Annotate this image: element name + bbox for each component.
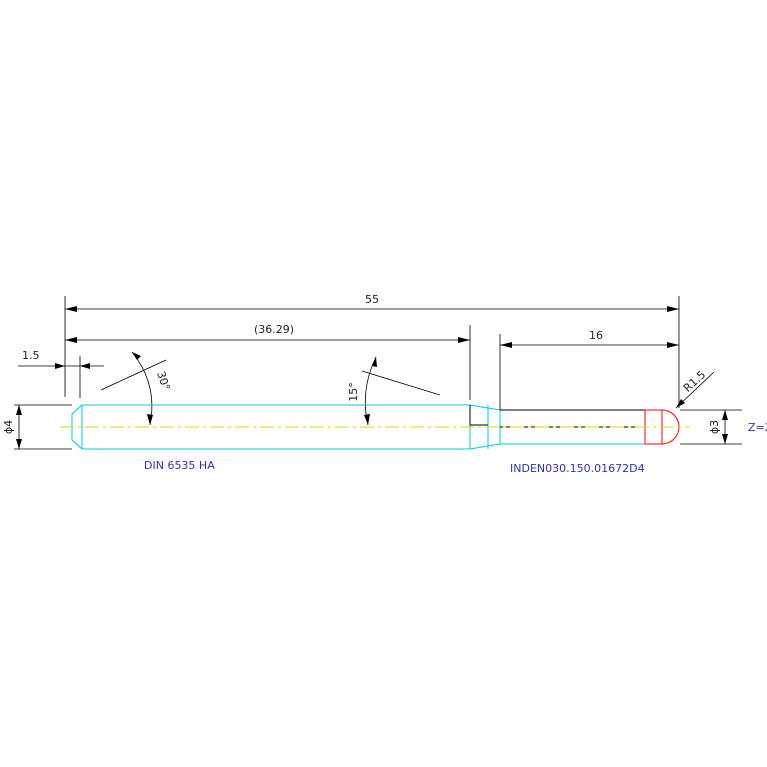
angle-30-arrows bbox=[132, 352, 153, 425]
extension-lines bbox=[14, 296, 742, 450]
neck-taper-top bbox=[469, 404, 501, 411]
arrow-ball-top bbox=[722, 410, 728, 420]
angle-30-callout bbox=[100, 351, 167, 426]
dim-overall-text: 55 bbox=[365, 293, 379, 306]
arrow-overall-right bbox=[667, 306, 679, 312]
angle-30-arc bbox=[131, 351, 153, 426]
arrow-tip-left bbox=[500, 342, 512, 348]
dim-chamfer-text: 1.5 bbox=[22, 349, 40, 362]
arrow-shank-top bbox=[16, 405, 22, 415]
ball-outline bbox=[644, 409, 680, 445]
angle-15-callout bbox=[361, 356, 441, 426]
part-number-note: INDEN030.150.01672D4 bbox=[510, 462, 645, 475]
arrow-chamfer-left bbox=[55, 363, 65, 369]
dim-ball-text: ϕ3 bbox=[708, 420, 721, 434]
angle-15-ray bbox=[361, 370, 441, 396]
shank-standard-note: DIN 6535 HA bbox=[144, 459, 215, 472]
angle-15-text: 15° bbox=[347, 382, 360, 402]
angle-15-arrows bbox=[364, 357, 377, 425]
arrow-tip-right bbox=[667, 342, 679, 348]
neck-outline bbox=[469, 405, 646, 428]
neck-taper-bottom bbox=[469, 443, 501, 450]
arrow-body-right bbox=[458, 337, 470, 343]
angle-30-text: 30° bbox=[154, 370, 172, 393]
flute-count-text: Z=2 bbox=[748, 421, 767, 434]
arrowheads bbox=[16, 306, 728, 449]
arrow-ball-bottom bbox=[722, 434, 728, 444]
arrow-chamfer-right bbox=[80, 363, 90, 369]
dim-shank-text: ϕ4 bbox=[2, 420, 15, 434]
dim-tip-text: 16 bbox=[589, 329, 603, 342]
arrow-body-left bbox=[65, 337, 77, 343]
angle-30-ray bbox=[100, 359, 167, 391]
dim-body-text: (36.29) bbox=[254, 323, 294, 336]
arrow-radius bbox=[676, 399, 685, 408]
arrow-shank-bottom bbox=[16, 439, 22, 449]
arrow-overall-left bbox=[65, 306, 77, 312]
